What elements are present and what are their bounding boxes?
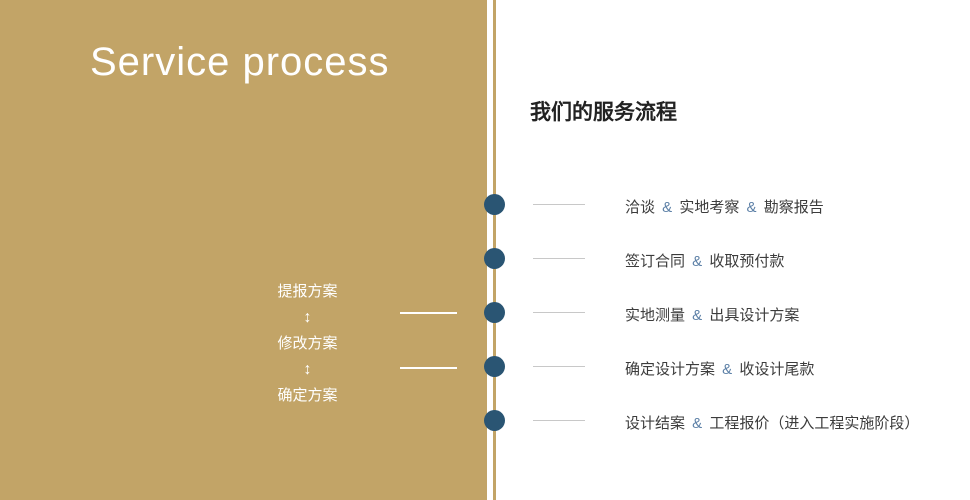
vertical-arrow-icon: ↕ <box>303 361 312 378</box>
tick-line <box>533 366 585 367</box>
left-panel <box>0 0 487 500</box>
item-text-part: 实地考察 <box>679 199 740 216</box>
ampersand-separator: & <box>658 199 677 216</box>
timeline-item: 签订合同 & 收取预付款 <box>0 237 970 291</box>
item-text-part: 勘察报告 <box>763 199 824 216</box>
item-text-part: 收取预付款 <box>709 253 785 270</box>
section-heading: 我们的服务流程 <box>530 101 677 124</box>
tick-line <box>533 204 585 205</box>
timeline-item-label: 实地测量 & 出具设计方案 <box>625 304 799 325</box>
item-text-part: 出具设计方案 <box>709 307 800 324</box>
item-text-part: 实地测量 <box>625 307 686 324</box>
timeline-item: 实地测量 & 出具设计方案 <box>0 291 970 345</box>
item-text-part: 设计结案 <box>625 415 686 432</box>
tick-line <box>533 420 585 421</box>
timeline-dot-icon <box>484 248 505 269</box>
ampersand-separator: & <box>688 253 707 270</box>
page-title: Service process <box>90 40 390 84</box>
timeline-item: 洽谈 & 实地考察 & 勘察报告 <box>0 183 970 237</box>
flow-block: 提报方案 ↕ 修改方案 ↕ 确定方案 <box>250 281 365 407</box>
item-text-part: 收设计尾款 <box>739 361 815 378</box>
tick-line <box>533 312 585 313</box>
timeline: 洽谈 & 实地考察 & 勘察报告签订合同 & 收取预付款实地测量 & 出具设计方… <box>0 183 970 453</box>
ampersand-separator: & <box>742 199 761 216</box>
timeline-item: 设计结案 & 工程报价（进入工程实施阶段） <box>0 399 970 453</box>
ampersand-separator: & <box>718 361 737 378</box>
tick-line <box>533 258 585 259</box>
item-text-part: 签订合同 <box>625 253 686 270</box>
item-text-part: 工程报价（进入工程实施阶段） <box>709 415 920 432</box>
ampersand-separator: & <box>688 307 707 324</box>
timeline-item: 确定设计方案 & 收设计尾款 <box>0 345 970 399</box>
ampersand-separator: & <box>688 415 707 432</box>
timeline-dot-icon <box>484 302 505 323</box>
vertical-arrow-icon: ↕ <box>303 309 312 326</box>
timeline-item-label: 洽谈 & 实地考察 & 勘察报告 <box>625 196 824 217</box>
timeline-dot-icon <box>484 194 505 215</box>
connector-line <box>400 367 457 369</box>
item-text-part: 确定设计方案 <box>625 361 716 378</box>
timeline-item-label: 设计结案 & 工程报价（进入工程实施阶段） <box>625 412 919 433</box>
flow-step-label: 确定方案 <box>277 387 338 404</box>
timeline-item-label: 确定设计方案 & 收设计尾款 <box>625 358 814 379</box>
item-text-part: 洽谈 <box>625 199 656 216</box>
flow-step-label: 提报方案 <box>277 283 338 300</box>
timeline-dot-icon <box>484 356 505 377</box>
flow-step-label: 修改方案 <box>277 335 338 352</box>
timeline-dot-icon <box>484 410 505 431</box>
timeline-item-label: 签订合同 & 收取预付款 <box>625 250 784 271</box>
connector-line <box>400 312 457 314</box>
